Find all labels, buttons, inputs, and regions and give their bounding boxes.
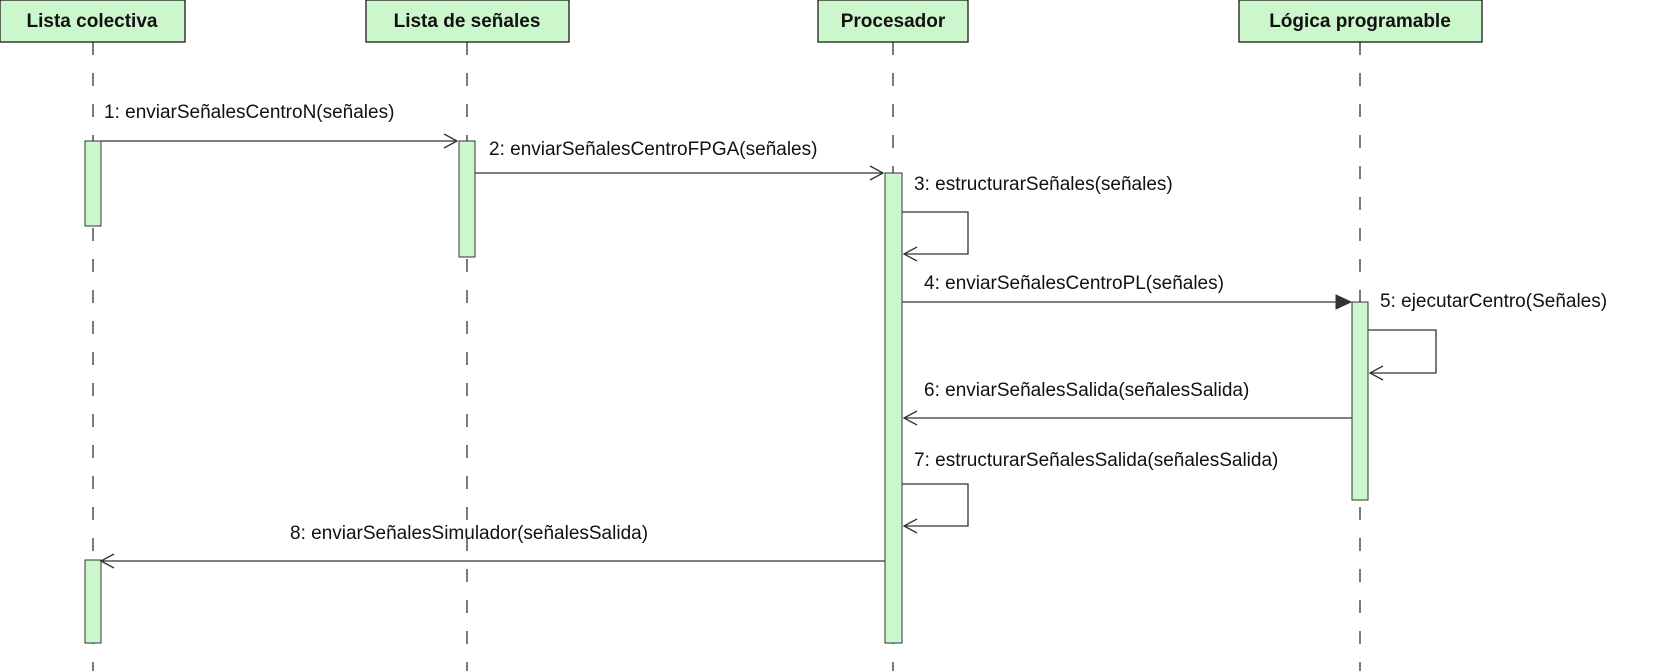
activation-lista-de-senales [458,140,476,258]
message-label: 4: enviarSeñalesCentroPL(señales) [924,273,1224,294]
participant-label: Procesador [841,11,946,32]
message-label: 3: estructurarSeñales(señales) [914,174,1173,195]
message-2[interactable]: 2: enviarSeñalesCentroFPGA(señales) [475,139,885,181]
open-arrowhead-icon [869,165,885,181]
message-label: 2: enviarSeñalesCentroFPGA(señales) [489,139,817,160]
open-arrowhead-icon [99,553,115,569]
participant-lista-de-senales[interactable]: Lista de señales [365,0,570,43]
participant-lista-colectiva[interactable]: Lista colectiva [0,0,186,43]
activation-logica-programable [1351,301,1369,501]
message-4[interactable]: 4: enviarSeñalesCentroPL(señales) [902,273,1353,310]
message-1[interactable]: 1: enviarSeñalesCentroN(señales) [101,102,459,149]
filled-arrowhead-icon [1335,294,1353,310]
message-8[interactable]: 8: enviarSeñalesSimulador(señalesSalida) [99,523,885,569]
participant-procesador[interactable]: Procesador [817,0,969,43]
lifelines [92,42,1361,671]
activation-bars [84,140,1369,644]
participant-label: Lista colectiva [27,11,158,32]
activation-lista-colectiva-1 [84,140,102,227]
message-6[interactable]: 6: enviarSeñalesSalida(señalesSalida) [902,380,1352,426]
open-arrowhead-icon [1368,365,1384,381]
open-arrowhead-icon [443,133,459,149]
participant-label: Lógica programable [1269,11,1451,32]
message-label: 5: ejecutarCentro(Señales) [1380,291,1607,312]
open-arrowhead-icon [902,246,918,262]
activation-lista-colectiva-2 [84,559,102,644]
message-label: 6: enviarSeñalesSalida(señalesSalida) [924,380,1249,401]
open-arrowhead-icon [902,410,918,426]
message-label: 8: enviarSeñalesSimulador(señalesSalida) [290,523,648,544]
open-arrowhead-icon [902,518,918,534]
message-label: 1: enviarSeñalesCentroN(señales) [104,102,394,123]
message-label: 7: estructurarSeñalesSalida(señalesSalid… [914,450,1278,471]
message-5[interactable]: 5: ejecutarCentro(Señales) [1368,291,1607,381]
participant-logica-programable[interactable]: Lógica programable [1238,0,1483,43]
activation-procesador [884,172,903,644]
participant-label: Lista de señales [394,11,541,32]
message-7[interactable]: 7: estructurarSeñalesSalida(señalesSalid… [902,450,1278,534]
message-3[interactable]: 3: estructurarSeñales(señales) [902,174,1173,262]
